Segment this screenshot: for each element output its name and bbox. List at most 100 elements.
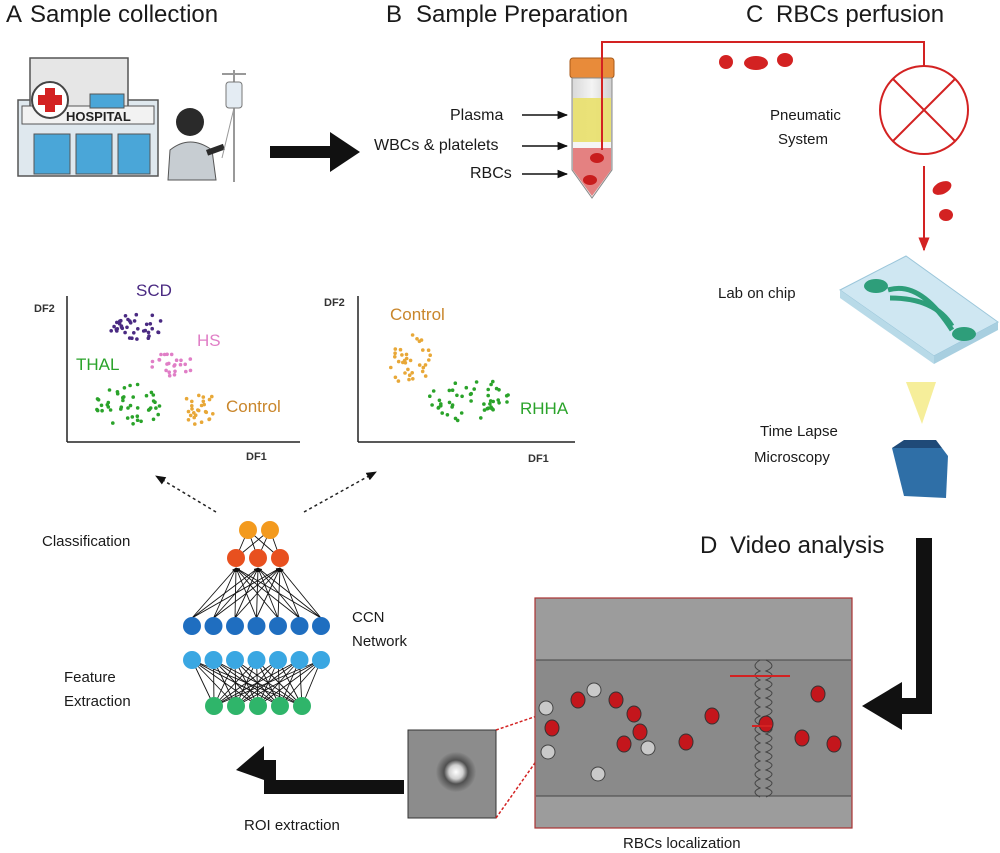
arrow-to-right-plot — [303, 471, 377, 513]
thal-dot — [157, 404, 162, 408]
control-dot — [402, 358, 407, 363]
scd-dot — [130, 336, 134, 341]
label-rbc: RBCs — [470, 165, 512, 182]
panel-c-header: C RBCs perfusion — [746, 1, 944, 28]
control-dot — [188, 413, 193, 418]
node-layer1 — [226, 617, 244, 635]
label-wbc: WBCs & platelets — [374, 137, 498, 154]
network-edge — [191, 659, 281, 707]
network-edge — [213, 567, 237, 619]
rhha-dot — [496, 398, 501, 402]
network-edge — [235, 567, 279, 619]
network-edge — [279, 567, 322, 619]
rbc-detected — [810, 685, 826, 703]
label-microscopy-2: Microscopy — [754, 449, 830, 466]
network-edge — [191, 659, 237, 707]
thal-dot — [151, 393, 156, 397]
rbc-detected — [616, 735, 632, 753]
control-dot — [190, 399, 194, 404]
rhha-dot — [490, 407, 495, 411]
rbc-cells-flow — [719, 53, 953, 221]
control-dot — [420, 369, 425, 374]
centrifuge-tube — [569, 57, 615, 199]
thal-dot — [105, 403, 110, 407]
control-dot — [207, 397, 212, 402]
rbc-undetected — [640, 740, 656, 756]
node-layer5 — [239, 521, 257, 539]
group-label-control-left: Control — [226, 397, 281, 416]
scd-dot — [112, 324, 116, 329]
label-localization: RBCs localization — [623, 835, 741, 852]
control-dot — [393, 347, 398, 351]
control-dot — [186, 409, 191, 414]
control-dot — [393, 375, 398, 380]
control-dot — [421, 348, 425, 352]
network-edge — [256, 659, 303, 707]
group-label-control-right: Control — [390, 305, 445, 324]
iv-drip-icon — [221, 70, 246, 182]
scd-dot — [132, 331, 136, 335]
control-dot — [406, 367, 410, 372]
control-dot — [211, 412, 215, 416]
patient-illustration — [167, 108, 225, 181]
control-dot — [184, 396, 189, 401]
control-dot — [415, 337, 419, 341]
rhha-dot — [464, 385, 469, 390]
group-label-scd: SCD — [136, 281, 172, 300]
network-edge — [235, 567, 257, 619]
constriction-wall — [754, 659, 762, 798]
group-label-rhha: RHHA — [520, 399, 569, 418]
scd-dot — [141, 329, 146, 333]
control-dot — [423, 374, 428, 378]
control-dot — [411, 377, 415, 381]
scd-dot — [123, 314, 128, 318]
thal-dot — [131, 395, 135, 399]
thal-dot — [154, 406, 158, 410]
thal-dot — [148, 406, 153, 410]
control-dot — [410, 333, 415, 337]
node-layer3 — [271, 697, 289, 715]
rhha-dot — [437, 398, 442, 403]
scatter-right-xlabel: DF1 — [528, 453, 549, 465]
rbc-detected — [544, 719, 560, 737]
network-edge — [234, 567, 238, 619]
control-dot — [197, 393, 201, 398]
scatter-left-xlabel: DF1 — [246, 451, 267, 463]
node-layer1 — [204, 617, 223, 635]
thal-dot — [125, 416, 130, 420]
label-microscopy-1: Time Lapse — [760, 423, 838, 440]
hs-dot — [157, 357, 161, 362]
node-layer2 — [204, 651, 223, 669]
node-layer2 — [183, 651, 201, 669]
label-feature-2: Extraction — [64, 693, 131, 710]
control-dot — [398, 347, 403, 352]
scd-dot — [150, 326, 154, 331]
node-layer3 — [249, 697, 267, 715]
control-dot — [421, 365, 426, 370]
rbc-undetected — [538, 700, 554, 716]
thal-dot — [149, 390, 154, 395]
scd-dot — [135, 337, 139, 341]
network-edge — [213, 659, 303, 707]
panel-d-title: Video analysis — [730, 532, 884, 559]
control-dot — [408, 358, 413, 363]
rbc-detected — [826, 735, 842, 753]
rhha-dot — [436, 406, 441, 410]
control-dot — [201, 395, 206, 399]
rbc-detected — [678, 733, 694, 751]
hs-dot — [184, 369, 188, 374]
panel-a-letter: A — [6, 1, 22, 28]
thal-dot — [135, 382, 140, 387]
scd-dot — [134, 312, 139, 317]
rhha-dot — [505, 400, 509, 404]
rhha-dot — [460, 394, 464, 399]
label-ccn-1: CCN — [352, 609, 385, 626]
red-cross-icon — [31, 81, 69, 119]
panel-d-letter: D — [700, 532, 717, 559]
thal-dot — [139, 419, 143, 424]
scd-dot — [132, 319, 137, 323]
control-dot — [417, 339, 422, 344]
thal-dot — [107, 388, 112, 392]
lab-on-chip-icon — [839, 255, 999, 364]
label-ccn-2: Network — [352, 633, 408, 650]
